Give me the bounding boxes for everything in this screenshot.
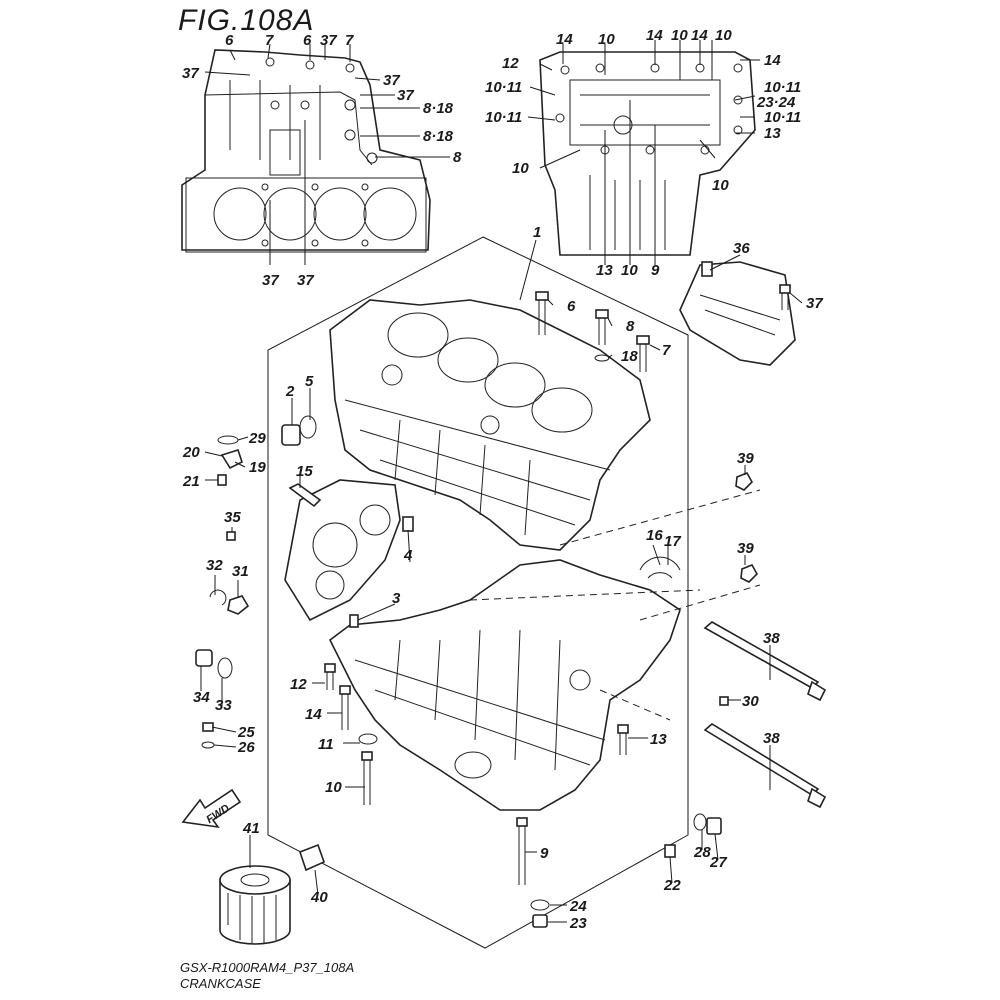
callout-12-main: 12 <box>290 676 307 693</box>
callout-10-11b: 10·11 <box>485 109 522 126</box>
callout-31: 31 <box>232 563 249 580</box>
fwd-arrow: FWD <box>181 788 242 829</box>
callout-23-24: 23·24 <box>756 94 796 111</box>
upper-right-inset <box>539 51 756 256</box>
figure-code: GSX-R1000RAM4_P37_108A <box>180 960 354 975</box>
callout-34: 34 <box>193 689 210 706</box>
callout-25: 25 <box>237 724 255 741</box>
callout-10a: 10 <box>598 31 615 48</box>
callout-37f: 37 <box>297 272 314 289</box>
callout-30: 30 <box>742 693 759 710</box>
callout-20: 20 <box>182 444 200 461</box>
callout-24: 24 <box>569 898 587 915</box>
callout-38a: 38 <box>763 630 780 647</box>
oil-filter <box>219 843 326 945</box>
callout-37d: 37 <box>397 87 414 104</box>
callout-7a: 7 <box>265 32 274 49</box>
callout-10-11a: 10·11 <box>485 79 522 96</box>
small-parts-left <box>217 415 317 486</box>
callout-14c: 14 <box>691 27 708 44</box>
callout-8-18a: 8·18 <box>423 100 454 117</box>
callout-10d: 10 <box>512 160 529 177</box>
callout-27: 27 <box>709 854 727 871</box>
figure-title: FIG.108A <box>178 4 314 37</box>
cover-plate <box>284 479 401 622</box>
callout-15: 15 <box>296 463 313 480</box>
callout-14-main: 14 <box>305 706 322 723</box>
callout-10c: 10 <box>715 27 732 44</box>
small-parts-right <box>639 471 827 809</box>
figure-name: CRANKCASE <box>180 976 261 991</box>
callout-14b: 14 <box>646 27 663 44</box>
callout-9-top: 9 <box>651 262 660 279</box>
callout-4: 4 <box>403 547 413 564</box>
small-parts-bottom <box>516 813 722 928</box>
callout-21: 21 <box>182 473 200 490</box>
callout-14d: 14 <box>764 52 781 69</box>
callout-18-main: 18 <box>621 348 638 365</box>
callout-8: 8 <box>453 149 462 166</box>
callout-12-top: 12 <box>502 55 519 72</box>
callout-10e: 10 <box>712 177 729 194</box>
callout-10f: 10 <box>621 262 638 279</box>
callout-7b: 7 <box>345 32 354 49</box>
callout-2: 2 <box>285 383 295 400</box>
callout-6a: 6 <box>225 32 234 49</box>
callout-23: 23 <box>569 915 587 932</box>
callout-1: 1 <box>533 224 541 241</box>
callout-8-18b: 8·18 <box>423 128 454 145</box>
main-callouts: 1 36 37 6 8 18 7 2 5 29 20 19 21 15 35 4… <box>182 224 823 932</box>
upper-left-inset <box>181 49 431 253</box>
callout-37c: 37 <box>383 72 400 89</box>
callout-8-main: 8 <box>626 318 635 335</box>
exploded-view-frame <box>267 236 689 949</box>
lower-crankcase <box>328 559 681 811</box>
callout-40: 40 <box>310 889 328 906</box>
callout-32: 32 <box>206 557 223 574</box>
upper-right-callouts: 12 14 10 14 10 14 10 14 10·11 10·11 10·1… <box>485 27 801 279</box>
callout-9-main: 9 <box>540 845 549 862</box>
callout-13b: 13 <box>596 262 613 279</box>
upper-crankcase <box>329 299 651 551</box>
callout-26: 26 <box>237 739 255 756</box>
callout-17: 17 <box>664 533 681 550</box>
bolt-15 <box>288 483 322 508</box>
callout-5: 5 <box>305 373 314 390</box>
callout-3: 3 <box>392 590 401 607</box>
callout-6-main: 6 <box>567 298 576 315</box>
callout-39b: 39 <box>737 540 754 557</box>
callout-13-top: 13 <box>764 125 781 142</box>
callout-29: 29 <box>248 430 266 447</box>
callout-35: 35 <box>224 509 241 526</box>
callout-13-main: 13 <box>650 731 667 748</box>
cover-36 <box>679 261 796 366</box>
callout-36: 36 <box>733 240 750 257</box>
callout-7-main: 7 <box>662 342 671 359</box>
callout-10-11c: 10·11 <box>764 79 801 96</box>
callout-16: 16 <box>646 527 663 544</box>
callout-37a: 37 <box>320 32 337 49</box>
callout-37b: 37 <box>182 65 199 82</box>
small-parts-lower-left <box>195 649 629 805</box>
callout-14a: 14 <box>556 31 573 48</box>
callout-37-main: 37 <box>806 295 823 312</box>
callout-28: 28 <box>693 844 711 861</box>
callout-39a: 39 <box>737 450 754 467</box>
bolts-top <box>535 291 650 372</box>
callout-38b: 38 <box>763 730 780 747</box>
callout-6b: 6 <box>303 32 312 49</box>
callout-37e: 37 <box>262 272 279 289</box>
callout-10-11d: 10·11 <box>764 109 801 126</box>
callout-33: 33 <box>215 697 232 714</box>
callout-41: 41 <box>242 820 260 837</box>
callout-10-main: 10 <box>325 779 342 796</box>
callout-22: 22 <box>663 877 681 894</box>
callout-10b: 10 <box>671 27 688 44</box>
callout-11-main: 11 <box>318 736 334 753</box>
callout-19: 19 <box>249 459 266 476</box>
upper-left-callouts: 6 7 6 37 7 37 37 37 8·18 8·18 8 37 37 <box>182 32 462 289</box>
